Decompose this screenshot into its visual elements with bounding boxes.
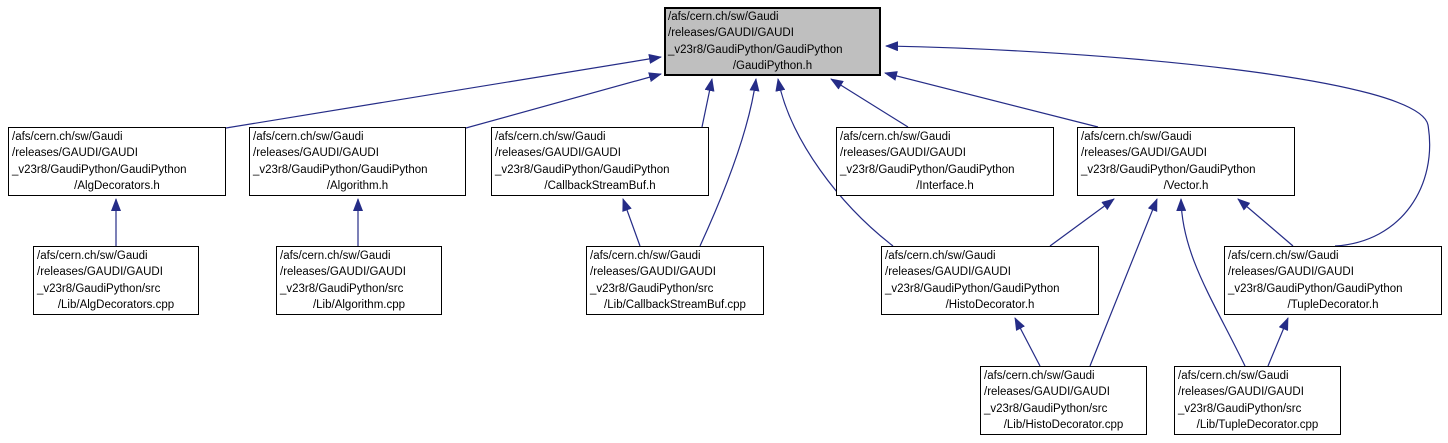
- node-label-line: /Interface.h: [916, 180, 974, 193]
- node-label-line: /Vector.h: [1163, 180, 1209, 193]
- node-label-line: /TupleDecorator.h: [1287, 299, 1379, 312]
- node-label-line: _v23r8/GaudiPython/src: [37, 282, 161, 295]
- node-label-line: _v23r8/GaudiPython/GaudiPython: [253, 163, 428, 176]
- edge-tupledecorator-cpp-to-vector-h: [1176, 198, 1246, 367]
- node-label-line: /releases/GAUDI/GAUDI: [885, 266, 1011, 279]
- node-label-line: _v23r8/GaudiPython/GaudiPython: [885, 282, 1060, 295]
- node-label-line: /afs/cern.ch/sw/Gaudi: [590, 250, 701, 262]
- node-label-line: /GaudiPython.h: [732, 60, 813, 73]
- graph-node-interface-h[interactable]: /afs/cern.ch/sw/Gaudi/releases/GAUDI/GAU…: [836, 127, 1054, 196]
- node-label-line: /releases/GAUDI/GAUDI: [1178, 386, 1304, 399]
- node-label-line: /afs/cern.ch/sw/Gaudi: [495, 131, 606, 143]
- node-label-line: _v23r8/GaudiPython/GaudiPython: [668, 43, 843, 56]
- node-label-line: _v23r8/GaudiPython/GaudiPython: [12, 163, 187, 176]
- graph-node-algdecorators-cpp[interactable]: /afs/cern.ch/sw/Gaudi/releases/GAUDI/GAU…: [33, 246, 199, 315]
- edge-histodecorator-h-to-vector-h: [1049, 198, 1115, 247]
- node-label-line: /releases/GAUDI/GAUDI: [37, 266, 163, 279]
- node-label-line: _v23r8/GaudiPython/src: [590, 282, 714, 295]
- graph-node-histodecorator-cpp[interactable]: /afs/cern.ch/sw/Gaudi/releases/GAUDI/GAU…: [980, 366, 1147, 435]
- node-label-line: /Algorithm.h: [326, 180, 389, 193]
- graph-node-tupledecorator-h[interactable]: /afs/cern.ch/sw/Gaudi/releases/GAUDI/GAU…: [1224, 246, 1442, 315]
- edge-tupledecorator-cpp-to-tupledecorator-h: [1267, 317, 1289, 367]
- node-label-line: /afs/cern.ch/sw/Gaudi: [253, 131, 364, 143]
- edge-tupledecorator-h-to-gaudipython-h: [885, 41, 1431, 247]
- edge-algdecorators-h-to-gaudipython-h: [225, 53, 662, 129]
- node-label-line: _v23r8/GaudiPython/GaudiPython: [840, 163, 1015, 176]
- node-label-line: /afs/cern.ch/sw/Gaudi: [1178, 370, 1289, 382]
- graph-node-histodecorator-h[interactable]: /afs/cern.ch/sw/Gaudi/releases/GAUDI/GAU…: [881, 246, 1099, 315]
- graph-node-callbackstreambuf-cpp[interactable]: /afs/cern.ch/sw/Gaudi/releases/GAUDI/GAU…: [586, 246, 764, 315]
- node-label-line: /Lib/TupleDecorator.cpp: [1196, 419, 1319, 432]
- graph-node-tupledecorator-cpp[interactable]: /afs/cern.ch/sw/Gaudi/releases/GAUDI/GAU…: [1174, 366, 1341, 435]
- node-label-line: /releases/GAUDI/GAUDI: [280, 266, 406, 279]
- edge-histodecorator-h-to-gaudipython-h: [775, 78, 894, 247]
- edge-callbackstreambuf-cpp-to-callbackstreambuf-h: [622, 198, 641, 247]
- node-label-line: /afs/cern.ch/sw/Gaudi: [840, 131, 951, 143]
- node-label-line: /releases/GAUDI/GAUDI: [668, 27, 794, 40]
- node-label-line: /AlgDecorators.h: [74, 180, 160, 193]
- node-label-line: _v23r8/GaudiPython/src: [984, 402, 1108, 415]
- edge-histodecorator-cpp-to-vector-h: [1089, 198, 1158, 367]
- node-label-line: _v23r8/GaudiPython/GaudiPython: [495, 163, 670, 176]
- node-label-line: /afs/cern.ch/sw/Gaudi: [37, 250, 148, 262]
- node-label-line: /Lib/HistoDecorator.cpp: [1003, 419, 1124, 432]
- node-label-line: /afs/cern.ch/sw/Gaudi: [12, 131, 123, 143]
- node-label-line: /HistoDecorator.h: [945, 299, 1035, 312]
- graph-node-algorithm-h[interactable]: /afs/cern.ch/sw/Gaudi/releases/GAUDI/GAU…: [249, 127, 466, 196]
- node-label-line: /Lib/AlgDecorators.cpp: [57, 299, 175, 312]
- graph-node-vector-h[interactable]: /afs/cern.ch/sw/Gaudi/releases/GAUDI/GAU…: [1077, 127, 1295, 196]
- edge-algorithm-h-to-gaudipython-h: [465, 72, 662, 129]
- edge-interface-h-to-gaudipython-h: [830, 78, 909, 128]
- node-label-line: /releases/GAUDI/GAUDI: [1228, 266, 1354, 279]
- node-label-line: /afs/cern.ch/sw/Gaudi: [280, 250, 391, 262]
- node-label-line: _v23r8/GaudiPython/src: [1178, 402, 1302, 415]
- edge-callbackstreambuf-cpp-to-gaudipython-h: [699, 78, 760, 247]
- node-label-line: /afs/cern.ch/sw/Gaudi: [984, 370, 1095, 382]
- node-label-line: /afs/cern.ch/sw/Gaudi: [668, 11, 779, 23]
- node-label-line: _v23r8/GaudiPython/GaudiPython: [1228, 282, 1403, 295]
- graph-node-gaudipython-h[interactable]: /afs/cern.ch/sw/Gaudi/releases/GAUDI/GAU…: [664, 7, 881, 76]
- node-label-line: /releases/GAUDI/GAUDI: [984, 386, 1110, 399]
- node-label-line: /Lib/CallbackStreamBuf.cpp: [604, 299, 746, 312]
- node-label-line: _v23r8/GaudiPython/GaudiPython: [1081, 163, 1256, 176]
- graph-node-callbackstreambuf-h[interactable]: /afs/cern.ch/sw/Gaudi/releases/GAUDI/GAU…: [491, 127, 709, 196]
- node-label-line: /releases/GAUDI/GAUDI: [12, 147, 138, 160]
- node-label-line: /afs/cern.ch/sw/Gaudi: [885, 250, 996, 262]
- node-label-line: _v23r8/GaudiPython/src: [280, 282, 404, 295]
- node-label-line: /releases/GAUDI/GAUDI: [840, 147, 966, 160]
- graph-node-algdecorators-h[interactable]: /afs/cern.ch/sw/Gaudi/releases/GAUDI/GAU…: [8, 127, 226, 196]
- node-label-line: /releases/GAUDI/GAUDI: [590, 266, 716, 279]
- graph-node-algorithm-cpp[interactable]: /afs/cern.ch/sw/Gaudi/releases/GAUDI/GAU…: [276, 246, 442, 315]
- node-label-line: /releases/GAUDI/GAUDI: [253, 147, 379, 160]
- node-label-line: /releases/GAUDI/GAUDI: [1081, 147, 1207, 160]
- edge-tupledecorator-h-to-vector-h: [1237, 198, 1294, 247]
- node-label-line: /afs/cern.ch/sw/Gaudi: [1228, 250, 1339, 262]
- node-label-line: /afs/cern.ch/sw/Gaudi: [1081, 131, 1192, 143]
- node-label-line: /Lib/Algorithm.cpp: [312, 299, 406, 312]
- node-label-line: /releases/GAUDI/GAUDI: [495, 147, 621, 160]
- edge-callbackstreambuf-h-to-gaudipython-h: [701, 78, 715, 128]
- edge-histodecorator-cpp-to-histodecorator-h: [1014, 317, 1041, 367]
- edge-vector-h-to-gaudipython-h: [884, 71, 1099, 128]
- node-label-line: /CallbackStreamBuf.h: [544, 180, 656, 193]
